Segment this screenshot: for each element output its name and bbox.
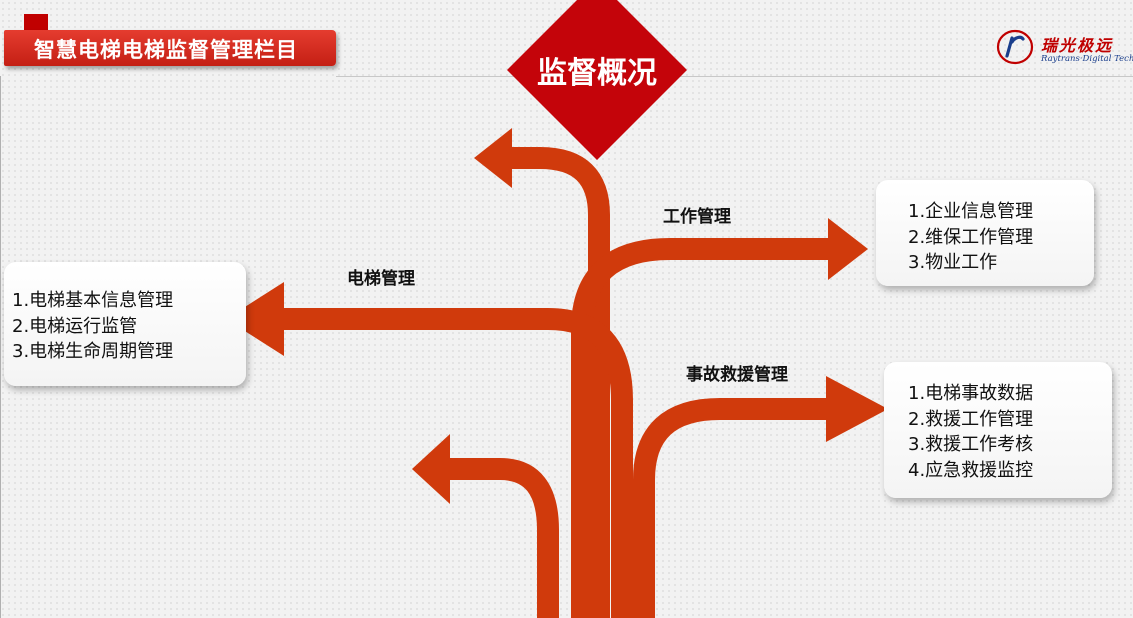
accident-items-box: 1.电梯事故数据 2.救援工作管理 3.救援工作考核 4.应急救援监控 (884, 362, 1112, 498)
left-border-line (0, 76, 1, 618)
logo-r-icon (996, 29, 1034, 65)
list-item: 1.电梯基本信息管理 (12, 290, 174, 311)
logo-chinese-text: 瑞光极远 (1041, 36, 1114, 55)
arrow-elevator-shaft (282, 308, 633, 618)
list-item: 3.救援工作考核 (908, 434, 1034, 455)
branch-label-accident: 事故救援管理 (686, 365, 788, 385)
branch-label-work: 工作管理 (663, 207, 731, 227)
list-item: 3.电梯生命周期管理 (12, 341, 174, 362)
list-item: 3.物业工作 (908, 252, 998, 273)
arrow-accident-shaft (633, 398, 830, 618)
company-logo: 瑞光极远 Raytrans·Digital Tech. (995, 24, 1133, 70)
list-item: 1.电梯事故数据 (908, 383, 1034, 404)
arrow-top-left-head (474, 128, 512, 188)
logo-english-text: Raytrans·Digital Tech. (1041, 54, 1133, 64)
center-diamond (507, 0, 687, 160)
header-divider (336, 76, 1133, 77)
work-items-box: 1.企业信息管理 2.维保工作管理 3.物业工作 (876, 180, 1094, 286)
list-item: 2.电梯运行监管 (12, 315, 138, 337)
arrow-top-left-shaft (510, 147, 610, 618)
list-item: 2.维保工作管理 (908, 226, 1034, 248)
center-title: 监督概况 (537, 56, 657, 91)
arrow-work-head (828, 218, 868, 280)
elevator-items-box: 1.电梯基本信息管理 2.电梯运行监管 3.电梯生命周期管理 (4, 262, 246, 386)
arrow-accident-head (826, 376, 888, 442)
page-title: 智慧电梯电梯监督管理栏目 (34, 37, 298, 62)
list-item: 4.应急救援监控 (908, 459, 1034, 481)
arrow-bottom-left-shaft (448, 458, 559, 618)
header-banner: 智慧电梯电梯监督管理栏目 (4, 30, 336, 66)
arrow-bottom-left-head (412, 434, 450, 504)
arrow-elevator-head (226, 282, 284, 356)
branch-label-elevator: 电梯管理 (347, 269, 415, 289)
list-item: 2.救援工作管理 (908, 408, 1034, 430)
list-item: 1.企业信息管理 (908, 201, 1034, 222)
